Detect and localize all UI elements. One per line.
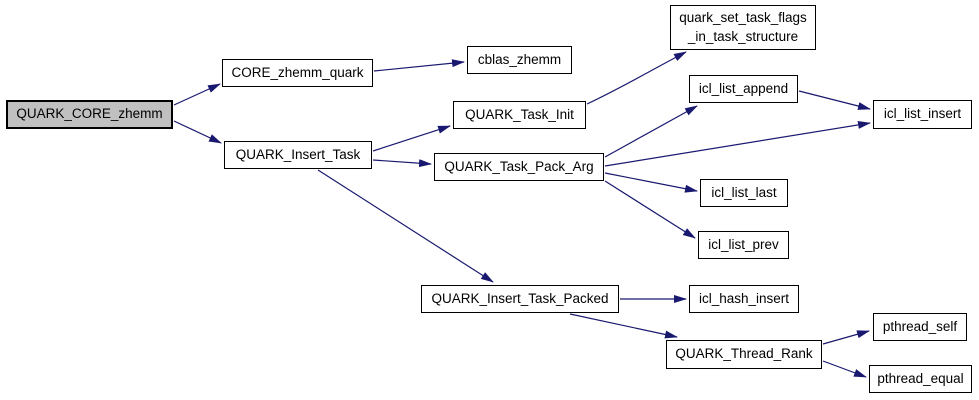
node-quark-set-task-flags-in-task-structure[interactable]: quark_set_task_flags _in_task_structure <box>670 5 816 50</box>
node-quark-task-init[interactable]: QUARK_Task_Init <box>453 101 586 129</box>
edge-quark-insert-task-to-quark-insert-task-packed <box>317 169 494 283</box>
edge-quark-task-pack-arg-to-icl-list-prev <box>604 180 696 239</box>
edge-quark-task-pack-arg-to-icl-list-append <box>604 105 698 158</box>
node-core-zhemm-quark[interactable]: CORE_zhemm_quark <box>222 59 373 87</box>
node-cblas-zhemm[interactable]: cblas_zhemm <box>467 46 572 74</box>
edge-quark-task-pack-arg-to-icl-list-insert <box>604 120 871 167</box>
node-label: QUARK_Insert_Task <box>235 146 361 162</box>
node-quark-insert-task[interactable]: QUARK_Insert_Task <box>224 141 372 169</box>
node-pthread-equal[interactable]: pthread_equal <box>869 365 972 393</box>
edge-quark-task-init-to-quark-set-task-flags-in-task-structure <box>586 51 687 105</box>
node-icl-list-append[interactable]: icl_list_append <box>689 75 798 103</box>
node-label: cblas_zhemm <box>477 51 562 67</box>
node-label: pthread_self <box>882 318 958 334</box>
node-label: QUARK_Task_Pack_Arg <box>444 158 594 174</box>
node-icl-list-last[interactable]: icl_list_last <box>700 179 788 207</box>
node-label: quark_set_task_flags <box>679 10 807 26</box>
node-quark-task-pack-arg[interactable]: QUARK_Task_Pack_Arg <box>434 153 604 181</box>
node-quark-thread-rank[interactable]: QUARK_Thread_Rank <box>666 340 822 369</box>
node-icl-list-prev[interactable]: icl_list_prev <box>698 231 789 259</box>
node-label: icl_list_prev <box>708 236 779 252</box>
edge-quark-core-zhemm-to-core-zhemm-quark <box>173 83 221 106</box>
node-label: pthread_equal <box>877 370 964 386</box>
node-label: icl_list_append <box>698 80 789 96</box>
edge-quark-task-pack-arg-to-icl-list-last <box>604 172 698 193</box>
node-label: icl_hash_insert <box>698 290 790 306</box>
node-pthread-self[interactable]: pthread_self <box>873 313 967 341</box>
node-quark-core-zhemm: QUARK_CORE_zhemm <box>6 100 173 129</box>
edge-quark-core-zhemm-to-quark-insert-task <box>173 120 222 144</box>
node-label: QUARK_Task_Init <box>465 106 574 122</box>
edge-icl-list-append-to-icl-list-insert <box>798 90 871 110</box>
node-label: QUARK_CORE_zhemm <box>16 106 163 122</box>
edge-quark-insert-task-to-quark-task-pack-arg <box>372 159 432 168</box>
edge-quark-insert-task-packed-to-quark-thread-rank <box>569 313 678 339</box>
edge-quark-thread-rank-to-pthread-self <box>822 330 870 345</box>
node-icl-list-insert[interactable]: icl_list_insert <box>873 100 972 129</box>
node-label: QUARK_Thread_Rank <box>675 346 813 362</box>
edge-quark-insert-task-to-quark-task-init <box>372 125 451 152</box>
node-label: QUARK_Insert_Task_Packed <box>431 290 609 306</box>
node-quark-insert-task-packed[interactable]: QUARK_Insert_Task_Packed <box>421 285 619 313</box>
node-label: icl_list_insert <box>883 106 962 122</box>
edge-quark-thread-rank-to-pthread-equal <box>822 360 867 378</box>
node-label: CORE_zhemm_quark <box>231 64 364 80</box>
node-label: icl_list_last <box>711 184 777 200</box>
edge-core-zhemm-quark-to-cblas-zhemm <box>373 59 465 72</box>
node-label: _in_task_structure <box>687 28 799 44</box>
node-icl-hash-insert[interactable]: icl_hash_insert <box>689 285 799 313</box>
